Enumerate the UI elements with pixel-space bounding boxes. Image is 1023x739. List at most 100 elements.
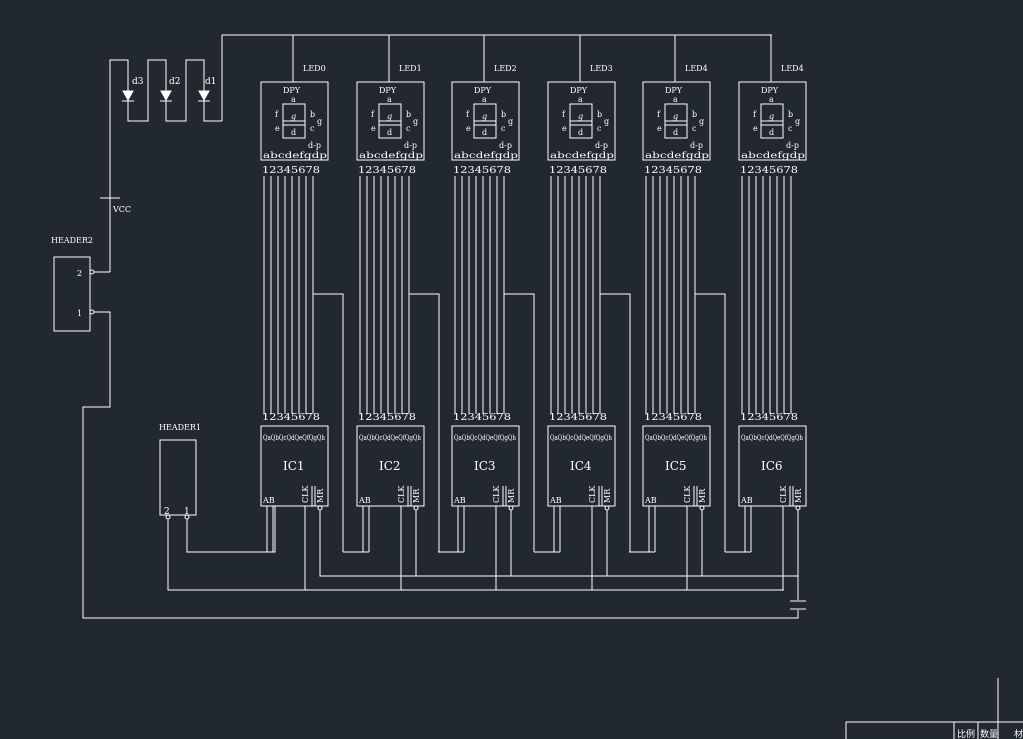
power-section: d3 d2 d1 VCC [93,34,772,273]
seg-c: c [788,124,793,133]
ic-output-names: QaQbQcQdQeQfQgQh [550,434,612,442]
unit-2: LED1DPYafebcgdgd-pabcdefgdp1234567812345… [356,35,464,590]
header1-label: HEADER1 [159,423,201,432]
display-pin-numbers: 12345678 [740,166,798,176]
ic-pin-numbers: 12345678 [262,413,320,423]
ic-output-names: QaQbQcQdQeQfQgQh [454,434,516,442]
display-pin-names: abcdefgdp [263,151,327,160]
ic-pin-clk: CLK [588,485,597,503]
ic-pin-mr: MR [507,488,516,503]
seg-c: c [406,124,411,133]
diode-label-d3: d3 [132,77,144,87]
shift-register-ic [547,425,616,507]
seg-e: e [466,124,471,133]
ic-label: IC4 [570,459,592,473]
seg-dp: d-p [786,141,799,150]
ic-label: IC6 [761,459,783,473]
seg-b: b [692,110,697,119]
seg-g: g [482,112,487,121]
unit-1: LED0DPYafebcgdgd-pabcdefgdp1234567812345… [260,35,369,590]
seg-g-side: g [604,117,609,126]
seg-e: e [753,124,758,133]
seg-g-side: g [317,117,322,126]
vcc-label: VCC [112,205,131,214]
display-pin-names: abcdefgdp [454,151,518,160]
ic-pin-numbers: 12345678 [644,413,702,423]
ic-pin-ab: AB [740,496,753,505]
ic-pin-ab: AB [644,496,657,505]
ic-pin-clk: CLK [683,485,692,503]
seg-f: f [275,110,279,119]
display-pin-names: abcdefgdp [741,151,805,160]
header2-pin2-dot [89,269,95,275]
display-part-label: DPY [761,86,779,95]
diode-label-d1: d1 [205,77,217,87]
ic-output-names: QaQbQcQdQeQfQgQh [741,434,803,442]
seg-b: b [501,110,506,119]
data-input-wire [186,506,276,553]
seg-d: d [769,128,774,137]
ic-pin-numbers: 12345678 [358,413,416,423]
ic-output-names: QaQbQcQdQeQfQgQh [359,434,421,442]
ic-pin-numbers: 12345678 [453,413,511,423]
seg-e: e [275,124,280,133]
diode-label-d2: d2 [169,77,181,87]
seg-b: b [788,110,793,119]
header1: HEADER1 2 1 [159,423,784,591]
unit-6: LED4DPYafebcgdgd-pabcdefgdp1234567812345… [738,35,807,590]
seg-f: f [657,110,661,119]
ic-pin-clk: CLK [492,485,501,503]
seg-dp: d-p [404,141,417,150]
shift-register-ic [738,425,807,507]
led-label: LED3 [590,64,613,73]
top-bus-wire [221,34,772,121]
seg-d: d [387,128,392,137]
ic-pin-ab: AB [453,496,466,505]
seg-dp: d-p [595,141,608,150]
ic-pin-clk: CLK [397,485,406,503]
shift-register-ic [260,425,329,507]
seg-e: e [371,124,376,133]
seg-g: g [578,112,583,121]
seg-g: g [769,112,774,121]
seven-seg-display [356,81,425,161]
seg-f: f [371,110,375,119]
seg-f: f [562,110,566,119]
seg-dp: d-p [690,141,703,150]
ic-pin-ab: AB [549,496,562,505]
seg-f: f [466,110,470,119]
seg-a: a [769,95,774,104]
display-part-label: DPY [474,86,492,95]
diode-chain-wire [109,59,222,198]
title-cell-material: 材 [1014,728,1023,739]
ic-label: IC5 [665,459,687,473]
display-part-label: DPY [665,86,683,95]
ic-pin-mr: MR [316,488,325,503]
unit-3: LED2DPYafebcgdgd-pabcdefgdp1234567812345… [451,35,560,590]
led-label: LED2 [494,64,517,73]
seg-g: g [673,112,678,121]
display-pin-numbers: 12345678 [453,166,511,176]
seg-d: d [673,128,678,137]
ic-output-names: QaQbQcQdQeQfQgQh [263,434,325,442]
seg-d: d [482,128,487,137]
ic-pin-numbers: 12345678 [549,413,607,423]
seg-f: f [753,110,757,119]
seg-g-side: g [699,117,704,126]
seg-a: a [673,95,678,104]
unit-4: LED3DPYafebcgdgd-pabcdefgdp1234567812345… [547,35,655,590]
display-pin-names: abcdefgdp [550,151,614,160]
header1-body [159,439,197,516]
display-part-label: DPY [570,86,588,95]
led-label: LED0 [303,64,326,73]
header2-pin1-dot [89,309,95,315]
seg-g: g [387,112,392,121]
seven-seg-display [260,81,329,161]
display-units: LED0DPYafebcgdgd-pabcdefgdp1234567812345… [260,35,807,590]
ic-pin-ab: AB [358,496,371,505]
led-label: LED1 [399,64,422,73]
seg-a: a [578,95,583,104]
reset-bus-wire [319,510,798,577]
seg-g-side: g [508,117,513,126]
ic-pin-mr: MR [412,488,421,503]
